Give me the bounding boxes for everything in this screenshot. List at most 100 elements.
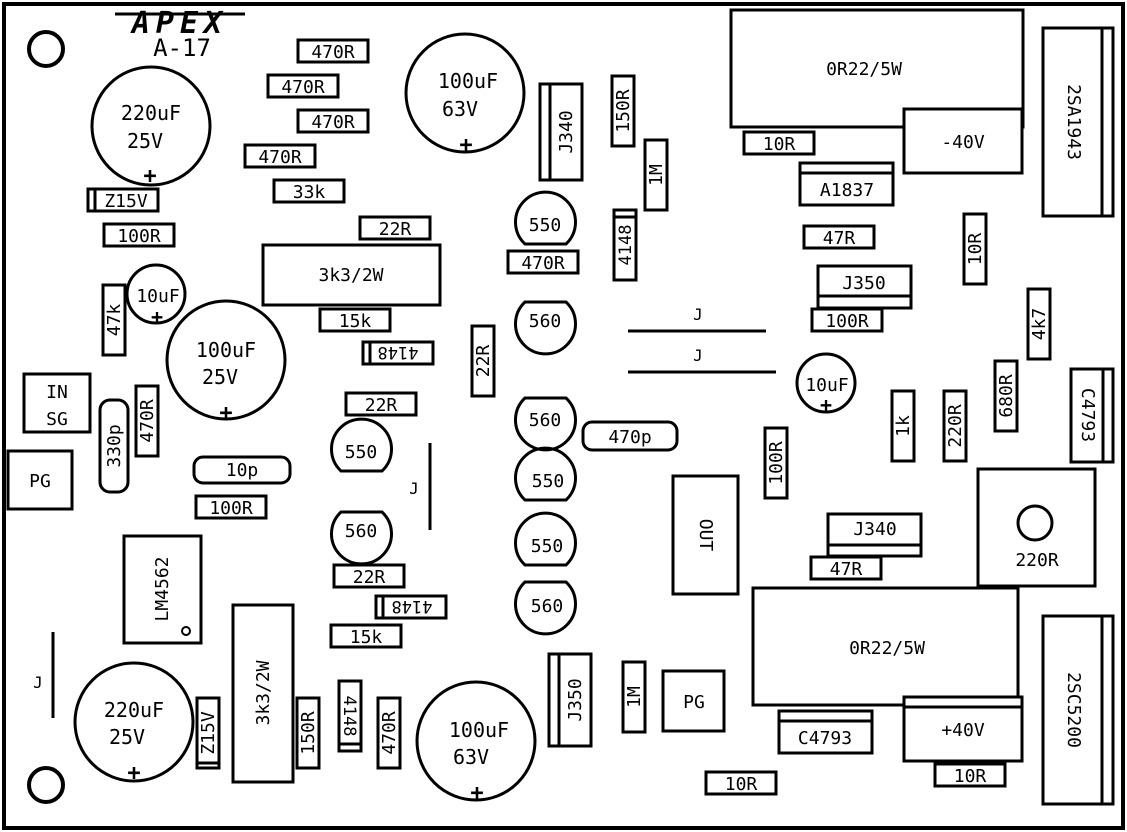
svg-text:10uF: 10uF	[805, 375, 848, 396]
svg-text:560: 560	[529, 410, 562, 431]
capacitor-10uf-left: 10uF +	[125, 263, 187, 329]
jumper-left-mid: J	[409, 443, 432, 530]
svg-text:OUT: OUT	[695, 519, 716, 552]
resistor-100r-left-2: 100R	[194, 494, 268, 520]
svg-text:47R: 47R	[830, 559, 863, 580]
svg-text:J350: J350	[842, 273, 885, 294]
capacitor-10p: 10p	[192, 455, 292, 485]
svg-text:10p: 10p	[226, 460, 259, 481]
opamp-lm4562: LM4562	[122, 534, 203, 645]
svg-text:550: 550	[531, 536, 564, 557]
svg-text:100R: 100R	[117, 226, 161, 247]
transistor-550-b: 550	[514, 446, 577, 502]
svg-text:Z15V: Z15V	[104, 191, 148, 212]
svg-text:100uF: 100uF	[438, 69, 498, 93]
svg-text:Z15V: Z15V	[198, 711, 219, 755]
svg-text:63V: 63V	[442, 97, 478, 121]
svg-text:A1837: A1837	[820, 180, 874, 201]
resistor-22r-low: 22R	[332, 563, 406, 589]
svg-text:150R: 150R	[298, 711, 319, 755]
transistor-c4793-vertical: C4793	[1069, 367, 1115, 464]
diode-4148-bottom: 4148	[337, 679, 363, 753]
svg-text:+: +	[151, 305, 163, 329]
svg-text:470R: 470R	[258, 147, 302, 168]
svg-text:25V: 25V	[109, 725, 145, 749]
resistor-10r-bottom-1: 10R	[704, 770, 778, 796]
capacitor-220uf-top: 220uF 25V +	[90, 65, 212, 189]
svg-text:470R: 470R	[379, 711, 400, 755]
svg-text:J340: J340	[556, 110, 577, 153]
svg-text:25V: 25V	[202, 365, 238, 389]
svg-text:3k3/2W: 3k3/2W	[253, 660, 274, 725]
svg-text:IN: IN	[46, 382, 68, 403]
capacitor-100uf-bottom: 100uF 63V +	[415, 680, 537, 806]
svg-text:4148: 4148	[392, 596, 433, 616]
svg-text:C4793: C4793	[1077, 388, 1098, 442]
svg-text:4148: 4148	[339, 696, 359, 737]
svg-text:470R: 470R	[137, 399, 158, 443]
svg-text:100uF: 100uF	[449, 718, 509, 742]
resistor-15k-low: 15k	[329, 623, 403, 649]
transistor-c4793-horizontal: C4793	[777, 709, 874, 755]
svg-text:63V: 63V	[453, 745, 489, 769]
svg-text:100R: 100R	[766, 441, 787, 485]
svg-text:J: J	[693, 305, 703, 324]
resistor-3k3-2w-bottom: 3k3/2W	[231, 603, 295, 784]
svg-text:J340: J340	[853, 519, 896, 540]
svg-text:47R: 47R	[823, 228, 856, 249]
svg-text:4k7: 4k7	[1029, 308, 1050, 341]
svg-text:470R: 470R	[311, 112, 355, 133]
diode-4148-top: 4148	[361, 340, 435, 366]
svg-text:LM4562: LM4562	[152, 556, 173, 621]
capacitor-100uf-mid: 100uF 25V +	[165, 299, 287, 426]
power-ground-connector-left: PG	[6, 449, 74, 511]
svg-text:550: 550	[529, 215, 562, 236]
power-connector-pos40v: +40V	[902, 695, 1024, 763]
svg-text:0R22/5W: 0R22/5W	[826, 59, 902, 80]
resistor-47r-top: 47R	[802, 224, 876, 250]
svg-text:4148: 4148	[616, 225, 636, 266]
resistor-470r-3: 470R	[296, 108, 370, 134]
transistor-j350-horizontal: J350	[816, 264, 913, 310]
svg-text:J: J	[33, 673, 43, 692]
svg-text:550: 550	[532, 471, 565, 492]
svg-text:100R: 100R	[209, 498, 253, 519]
diode-4148-low: 4148	[374, 594, 448, 620]
svg-text:PG: PG	[683, 692, 705, 713]
transistor-2sa1943: 2SA1943	[1041, 26, 1115, 218]
trimmer-potentiometer-220r: 220R	[976, 467, 1097, 588]
resistor-33k: 33k	[272, 178, 346, 204]
transistor-j340-horizontal: J340	[826, 512, 923, 558]
svg-text:3k3/2W: 3k3/2W	[318, 265, 383, 286]
zener-z15v-top: Z15V	[86, 187, 160, 213]
svg-text:1M: 1M	[624, 686, 645, 708]
svg-text:150R: 150R	[613, 89, 634, 133]
transistor-560-a: 560	[514, 300, 577, 356]
svg-text:22R: 22R	[473, 345, 494, 378]
svg-text:10R: 10R	[965, 233, 986, 266]
svg-text:APEX: APEX	[130, 6, 228, 41]
resistor-15k-top: 15k	[318, 307, 392, 333]
transistor-550-left: 550	[330, 417, 393, 473]
svg-text:15k: 15k	[350, 627, 383, 648]
svg-text:10R: 10R	[763, 134, 796, 155]
transistor-560-left: 560	[330, 510, 393, 566]
resistor-10r-vertical: 10R	[962, 212, 988, 286]
resistor-100r-vertical: 100R	[763, 426, 789, 500]
svg-text:J: J	[409, 479, 419, 498]
svg-text:22R: 22R	[365, 395, 398, 416]
resistor-470r-center: 470R	[506, 249, 580, 275]
capacitor-10uf-right: 10uF +	[795, 352, 857, 417]
svg-text:2SC5200: 2SC5200	[1063, 672, 1084, 748]
svg-text:470R: 470R	[281, 77, 325, 98]
svg-text:220uF: 220uF	[121, 101, 181, 125]
resistor-150r-bottom: 150R	[295, 696, 321, 770]
svg-text:4148: 4148	[378, 342, 419, 362]
svg-text:560: 560	[529, 311, 562, 332]
resistor-10r-bottom-2: 10R	[933, 762, 1007, 788]
svg-text:PG: PG	[29, 471, 51, 492]
capacitor-220uf-bottom: 220uF 25V +	[73, 661, 195, 786]
resistor-470r-1: 470R	[296, 38, 370, 64]
